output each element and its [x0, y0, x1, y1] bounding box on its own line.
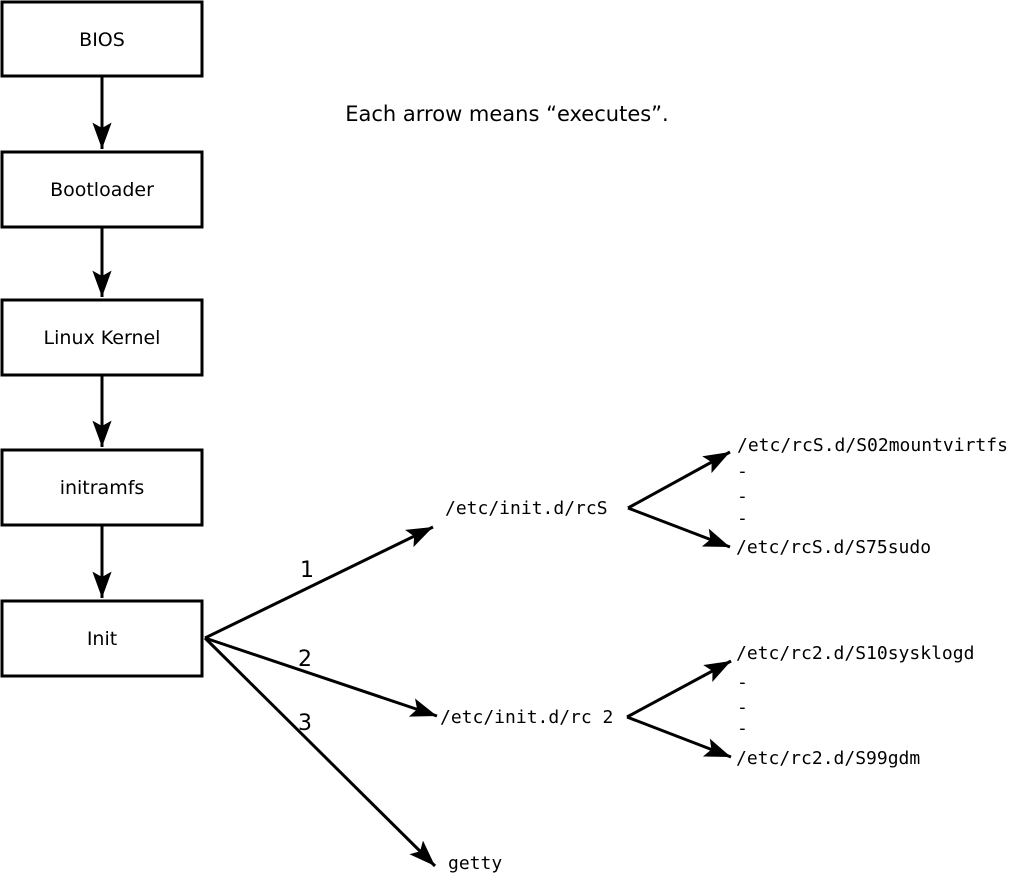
- rcs-child-ellipsis-2: -: [737, 486, 748, 507]
- rc2-child-ellipsis-1: -: [737, 672, 748, 693]
- node-linux-kernel: Linux Kernel: [0, 298, 204, 377]
- target-rc2-label: /etc/init.d/rc 2: [440, 707, 613, 728]
- arrow-rcs-to-first-script: [627, 450, 731, 510]
- arrow-init-to-getty: [203, 636, 437, 868]
- arrow-rc2-to-first-script: [626, 659, 732, 719]
- rc2-child-s10sysklogd: /etc/rc2.d/S10sysklogd: [736, 643, 974, 664]
- target-getty-label: getty: [448, 853, 502, 874]
- rcs-child-s02mountvirtfs: /etc/rcS.d/S02mountvirtfs: [737, 435, 1008, 456]
- rc2-child-ellipsis-3: -: [737, 718, 748, 739]
- linux-kernel-label: Linux Kernel: [44, 327, 161, 349]
- branch-number-3: 3: [298, 711, 312, 736]
- initramfs-box: [0, 448, 204, 527]
- branch-number-1: 1: [300, 558, 314, 583]
- bootloader-box: [0, 150, 204, 229]
- bios-label: BIOS: [79, 29, 125, 51]
- init-label: Init: [87, 628, 117, 650]
- node-bios: BIOS: [0, 0, 204, 78]
- rc2-child-ellipsis-2: -: [737, 697, 748, 718]
- rcs-child-s75sudo: /etc/rcS.d/S75sudo: [736, 537, 931, 558]
- rcs-child-ellipsis-1: -: [737, 461, 748, 482]
- arrow-init-to-rcs: [204, 525, 434, 640]
- arrow-rcs-to-last-script: [627, 506, 731, 549]
- node-init: Init: [0, 599, 204, 678]
- init-box: [0, 599, 204, 678]
- arrow-init-to-rc2: [204, 636, 438, 718]
- initramfs-label: initramfs: [60, 477, 145, 499]
- bootloader-label: Bootloader: [50, 179, 154, 201]
- branch-number-2: 2: [298, 647, 312, 672]
- rcs-child-ellipsis-3: -: [737, 508, 748, 529]
- rc2-child-s99gdm: /etc/rc2.d/S99gdm: [736, 748, 920, 769]
- node-initramfs: initramfs: [0, 448, 204, 527]
- node-bootloader: Bootloader: [0, 150, 204, 229]
- arrow-rc2-to-last-script: [626, 715, 732, 759]
- target-rcs-label: /etc/init.d/rcS: [445, 498, 608, 519]
- bios-box: [0, 0, 204, 78]
- diagram-caption: Each arrow means “executes”.: [345, 102, 668, 126]
